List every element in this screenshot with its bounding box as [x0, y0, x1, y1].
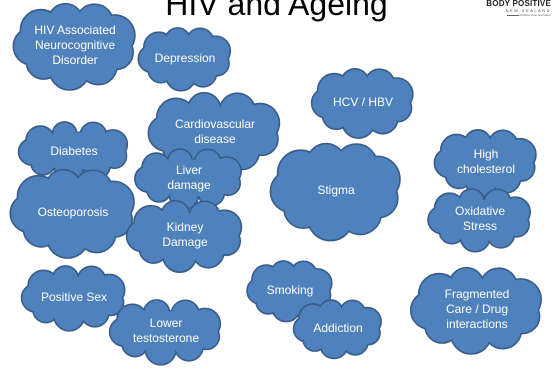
cloud-label-oxidative: Oxidative Stress — [454, 204, 506, 233]
logo-tagline: Positive Over Exclusion — [483, 14, 551, 17]
cloud-label-cholesterol: High cholesterol — [456, 147, 516, 176]
cloud-testosterone — [108, 299, 222, 366]
cloud-fragmented — [409, 266, 543, 355]
cloud-label-smoking: Smoking — [266, 282, 314, 297]
cloud-label-kidney: Kidney Damage — [162, 220, 208, 249]
cloud-label-depression: Depression — [154, 50, 216, 65]
cloud-label-cardio: Cardiovascular disease — [174, 117, 256, 146]
cloud-label-addiction: Addiction — [313, 320, 363, 335]
cloud-hcv — [310, 68, 414, 139]
cloud-label-diabetes: Diabetes — [50, 143, 98, 158]
logo-sub-text: NEW ZEALAND — [505, 8, 551, 13]
cloud-label-hcv: HCV / HBV — [332, 94, 393, 109]
cloud-smoking — [246, 260, 333, 323]
cloud-possex — [20, 265, 126, 332]
cloud-addiction — [292, 299, 382, 360]
cloud-label-stigma: Stigma — [317, 182, 355, 197]
cloud-label-hand: HIV Associated Neurocognitive Disorder — [34, 22, 116, 67]
cloud-stigma — [269, 142, 401, 242]
cloud-label-fragmented: Fragmented Care / Drug interactions — [444, 286, 510, 331]
cloud-label-liver: Liver damage — [167, 163, 211, 192]
cloud-label-possex: Positive Sex — [40, 289, 108, 304]
logo-main-text: BODY POSITIVE — [486, 0, 551, 8]
slide-title: HIV and Ageing — [165, 0, 388, 22]
cloud-label-testosterone: Lower testosterone — [132, 316, 200, 345]
cloud-osteo — [9, 168, 135, 259]
cloud-hand — [12, 2, 136, 91]
cloud-liver — [134, 148, 242, 211]
cloud-cholesterol — [433, 129, 537, 198]
cloud-label-osteo: Osteoporosis — [37, 204, 109, 219]
cloud-depression — [137, 27, 232, 92]
cloud-oxidative — [427, 188, 531, 253]
body-positive-logo: BODY POSITIVE NEW ZEALAND Positive Over … — [483, 0, 551, 24]
cloud-kidney — [125, 199, 243, 273]
